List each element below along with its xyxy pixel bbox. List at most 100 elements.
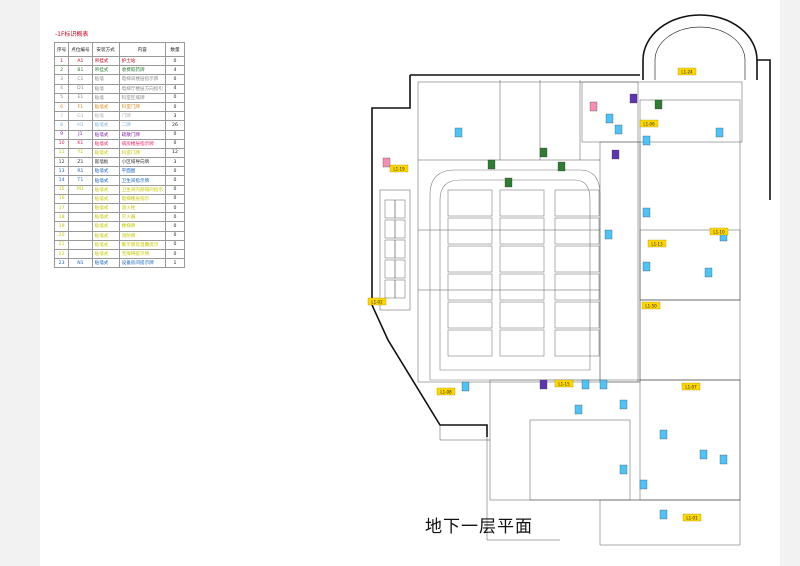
sign-tag: L1-24 <box>677 67 697 76</box>
legend-code <box>68 212 93 223</box>
legend-code: Z1 <box>68 157 93 168</box>
legend-content: 病房楼层指示牌 <box>118 138 166 149</box>
legend-code <box>68 221 93 232</box>
legend-qty: 26 <box>164 120 185 131</box>
outer-walls <box>371 74 771 437</box>
sign-marker <box>704 267 713 278</box>
legend-content: 卫生间内部隔间指示 <box>118 184 166 195</box>
sign-marker <box>604 229 613 240</box>
legend-qty: 0 <box>164 239 185 250</box>
sign-marker <box>715 127 724 138</box>
legend-content: 消防牌 <box>118 230 166 241</box>
sign-tag-label: L1-50 <box>645 303 657 308</box>
parking-bay <box>447 273 493 301</box>
legend-content: 电梯楼层指示 <box>118 193 166 205</box>
legend-content: 小区域导向牌 <box>118 157 166 168</box>
parking-bay <box>499 245 545 273</box>
parking-bay <box>554 301 600 329</box>
legend-content: 楼梯牌 <box>118 221 166 232</box>
legend-code: K1 <box>68 138 93 149</box>
legend-content: 二牌 <box>118 120 166 131</box>
sign-marker <box>659 429 668 440</box>
parking-bay <box>394 279 406 299</box>
legend-qty: 0 <box>164 166 185 177</box>
sign-marker <box>504 177 513 188</box>
sign-marker <box>719 454 728 465</box>
parking-bays <box>384 189 600 357</box>
legend-code: N1 <box>68 258 93 269</box>
legend-content: 消火栓 <box>118 202 166 214</box>
sign-marker <box>619 464 628 475</box>
sign-marker <box>654 99 663 110</box>
sign-tag: L1-07 <box>681 382 701 391</box>
legend-code: M1 <box>68 184 93 195</box>
sign-tag-label: L1-19 <box>393 166 405 171</box>
parking-bay <box>394 239 406 259</box>
legend-code <box>68 193 93 205</box>
legend-qty: 0 <box>164 221 185 232</box>
legend-code: R1 <box>68 166 93 177</box>
legend-qty: 0 <box>164 175 185 186</box>
legend-code <box>68 202 93 214</box>
parking-bay <box>554 245 600 273</box>
sign-marker <box>619 399 628 410</box>
parking-bay <box>554 273 600 301</box>
sign-tag-label: L1-02 <box>371 299 383 304</box>
sign-tag: L1-01 <box>682 513 702 522</box>
legend-content: 灭火器 <box>118 212 166 223</box>
sign-marker <box>461 381 470 392</box>
sign-tag: L1-08 <box>436 387 456 396</box>
sign-marker <box>642 261 651 272</box>
legend-content: 警示牌及温馨提示 <box>118 239 166 250</box>
legend-qty: 12 <box>164 147 185 159</box>
parking-bay <box>394 259 406 279</box>
sign-marker <box>639 479 648 490</box>
interior-walls <box>379 80 743 546</box>
sign-tag: L1-50 <box>641 301 661 310</box>
legend-qty: 3 <box>164 157 185 168</box>
legend-code: J1 <box>68 129 93 140</box>
parking-bay <box>447 301 493 329</box>
legend-code: T1 <box>68 175 93 186</box>
parking-bay <box>384 279 396 299</box>
parking-bay <box>499 189 545 217</box>
legend-content: 平面图 <box>118 166 166 177</box>
sign-marker <box>539 379 548 390</box>
parking-bay <box>554 189 600 217</box>
legend-qty: 0 <box>164 184 185 195</box>
legend-content: 卫生间指示牌 <box>118 175 166 186</box>
sign-marker <box>614 124 623 135</box>
sign-marker <box>454 127 463 138</box>
legend-content: 设备房间提示牌 <box>118 258 166 269</box>
parking-bay <box>384 199 396 219</box>
sign-tag: L1-02 <box>367 297 387 306</box>
parking-bay <box>384 239 396 259</box>
sign-markers <box>382 93 728 520</box>
sign-marker <box>557 161 566 172</box>
sign-tag-label: L1-15 <box>558 381 570 386</box>
sign-tags: L1-24L1-06L1-19L1-02L1-50L1-10L1-13L1-07… <box>367 67 729 522</box>
parking-bay <box>499 329 545 357</box>
sign-marker <box>659 509 668 520</box>
legend-qty: 0 <box>164 138 185 149</box>
parking-bay <box>499 301 545 329</box>
sign-marker <box>539 147 548 158</box>
parking-bay <box>554 217 600 245</box>
plan-title: 地下一层平面 <box>425 517 533 537</box>
parking-bay <box>554 329 600 357</box>
legend-content: 科室门牌 <box>118 147 166 159</box>
